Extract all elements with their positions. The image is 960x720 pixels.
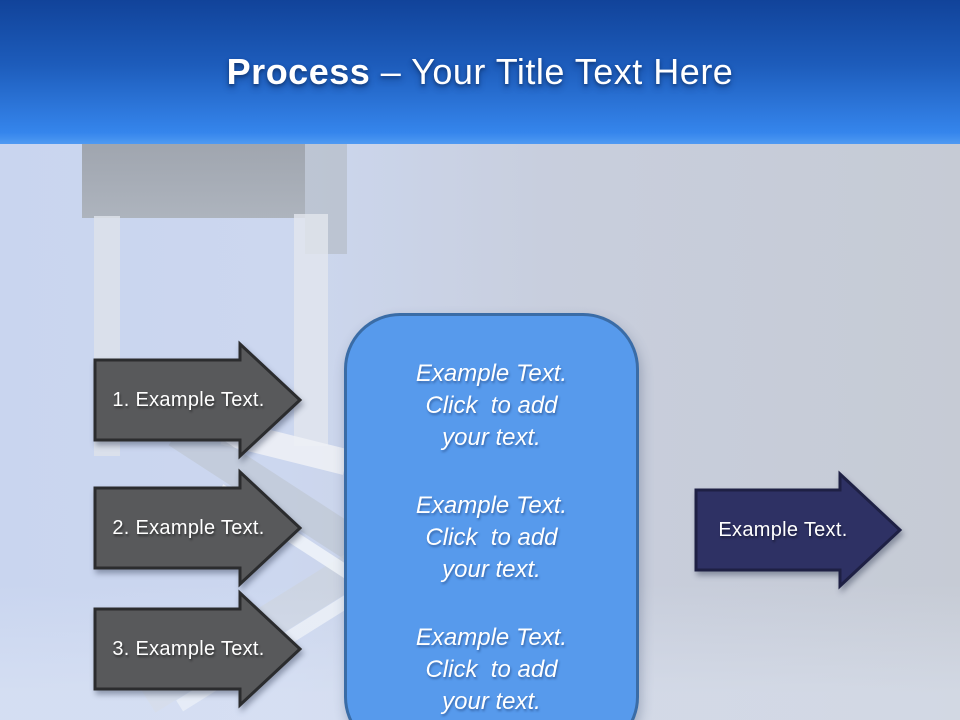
step-arrow-2[interactable]: 2. Example Text. — [93, 468, 303, 588]
step-arrow-2-label: 2. Example Text. — [112, 516, 265, 539]
title-bar: Process – Your Title Text Here — [0, 0, 960, 144]
step-arrow-3[interactable]: 3. Example Text. — [93, 589, 303, 709]
right-arrow-shape-icon — [93, 589, 303, 709]
title-keyword: Process — [226, 51, 371, 92]
chair-backrest-side-shape — [305, 144, 347, 254]
step-arrow-1-label: 1. Example Text. — [112, 388, 265, 411]
detail-panel[interactable]: Example Text. Click to add your text. Ex… — [344, 313, 639, 720]
chair-backrest-shape — [82, 144, 305, 218]
right-arrow-shape-icon — [93, 468, 303, 588]
detail-text-block-1[interactable]: Example Text. Click to add your text. — [415, 360, 568, 451]
result-arrow-label: Example Text. — [718, 518, 848, 541]
step-arrow-3-label: 3. Example Text. — [112, 637, 265, 660]
detail-text-block-2[interactable]: Example Text. Click to add your text. — [415, 492, 568, 583]
step-arrow-1[interactable]: 1. Example Text. — [93, 340, 303, 460]
slide-title[interactable]: Process – Your Title Text Here — [227, 51, 734, 93]
title-text: – Your Title Text Here — [370, 51, 734, 92]
right-arrow-shape-icon — [694, 470, 903, 590]
result-arrow[interactable]: Example Text. — [694, 470, 903, 590]
slide-body: 1. Example Text. 2. Example Text. 3. Exa… — [0, 144, 960, 720]
detail-text-block-3[interactable]: Example Text. Click to add your text. — [415, 624, 568, 715]
right-arrow-shape-icon — [93, 340, 303, 460]
